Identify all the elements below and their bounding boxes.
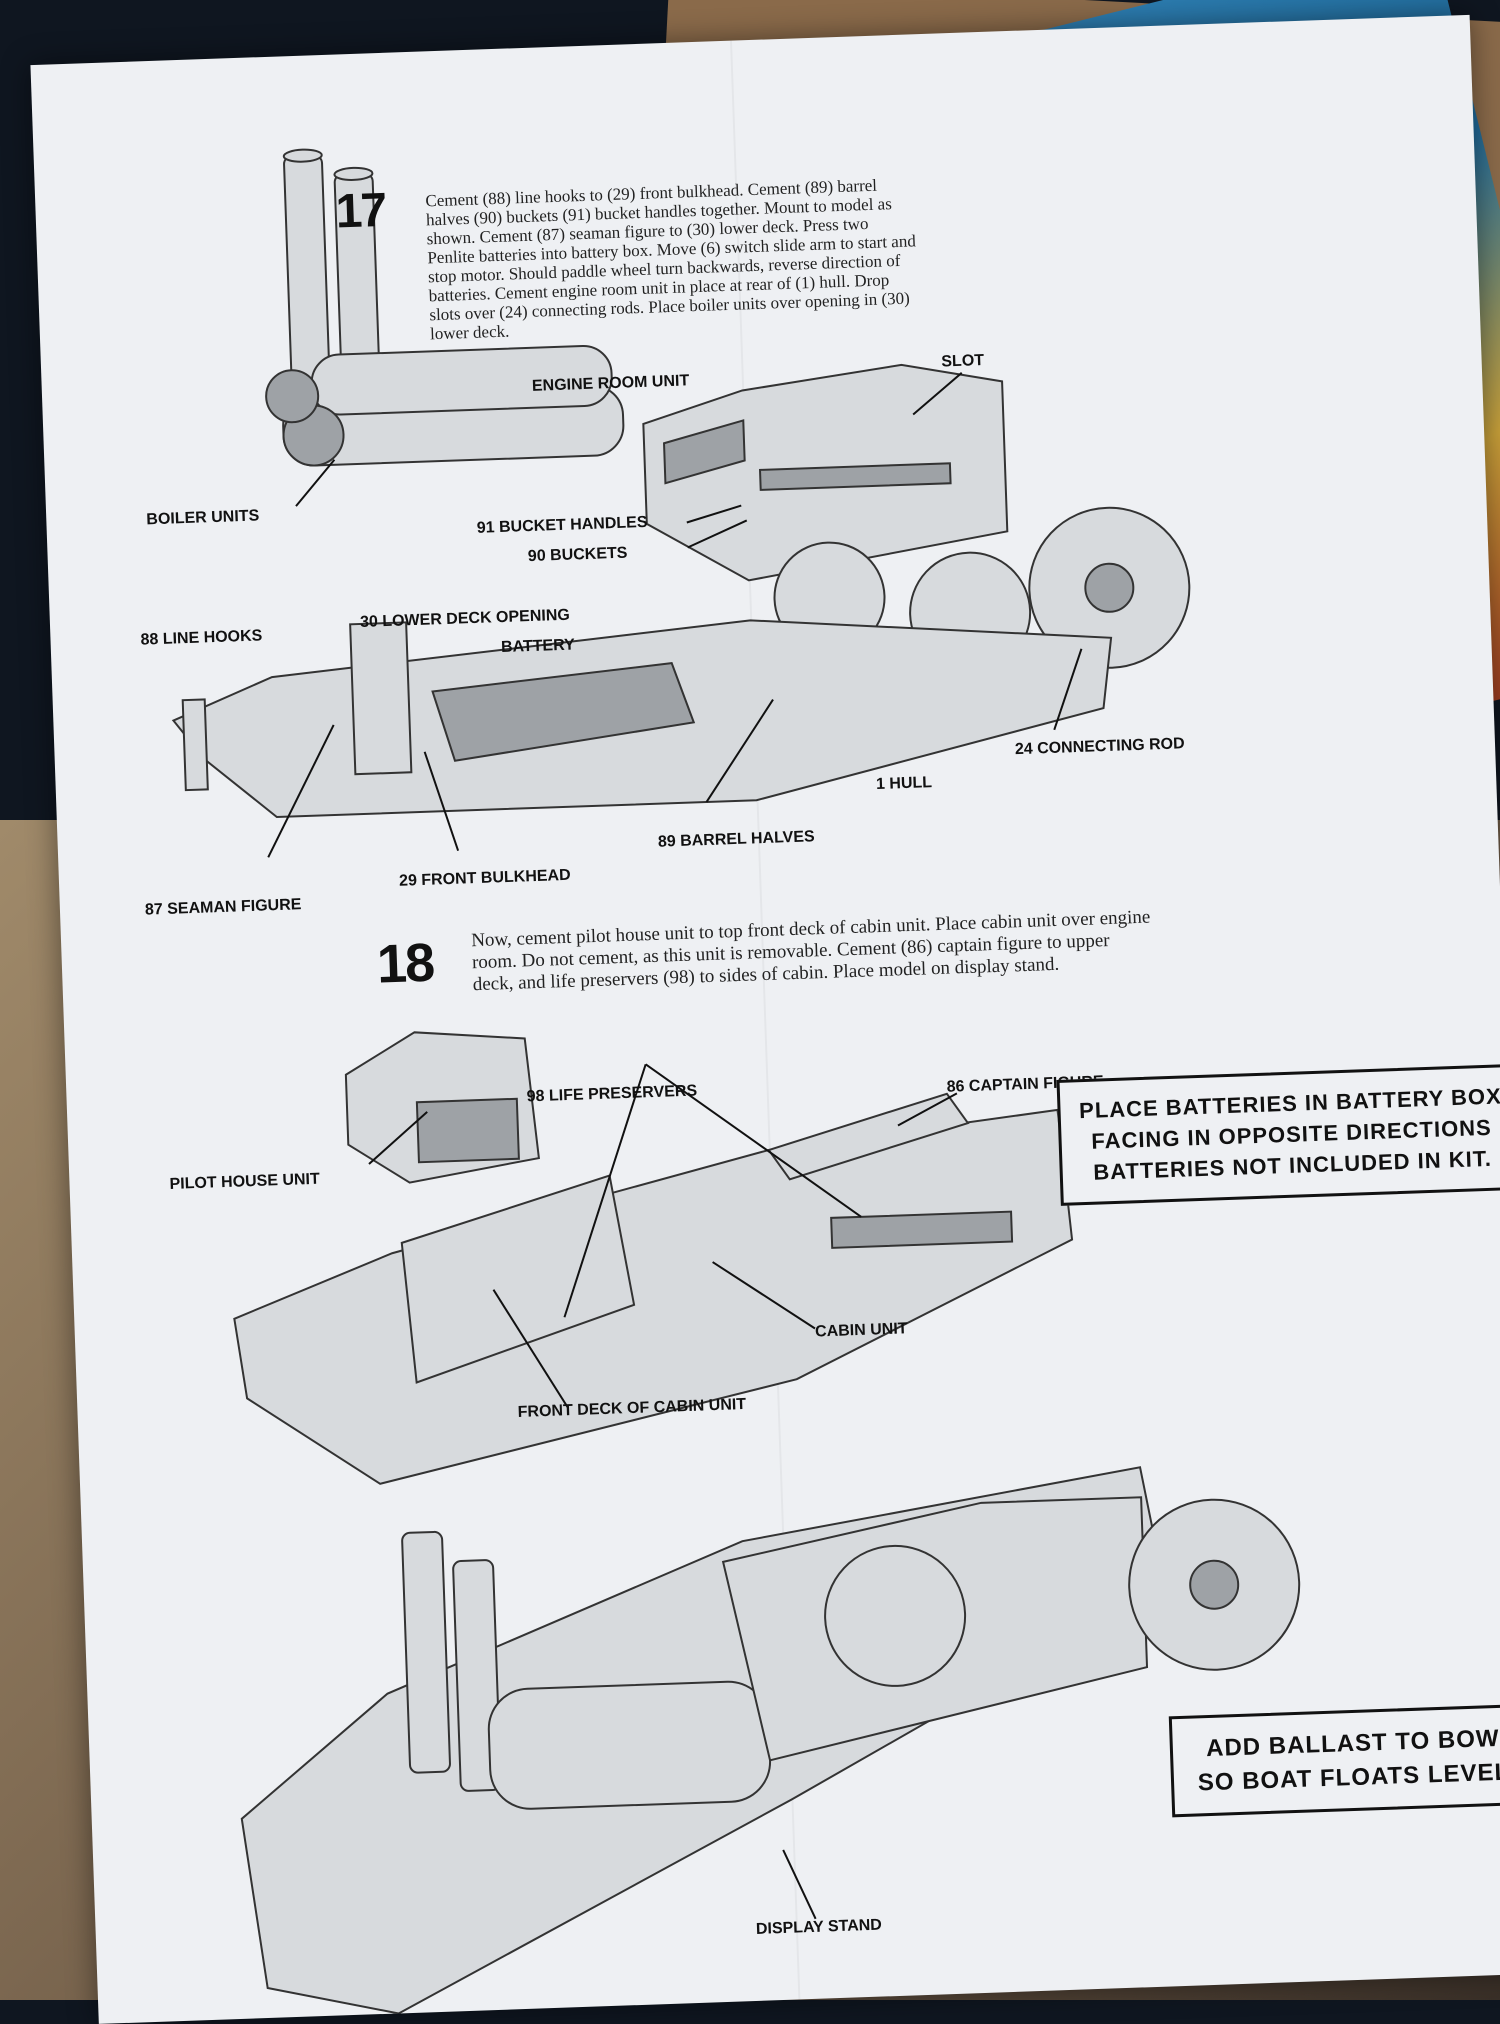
label-buckets: 90 BUCKETS: [527, 544, 628, 566]
hull-17-drawing: [171, 619, 1113, 818]
pilot-house-drawing: [344, 1031, 540, 1184]
boiler-units-drawing: [265, 148, 625, 467]
label-slot: SLOT: [941, 352, 985, 371]
instruction-sheet: 17 Cement (88) line hooks to (29) front …: [30, 14, 1500, 2024]
step-18-number: 18: [375, 932, 435, 995]
assembly-illustrations: [171, 148, 1301, 2015]
step-17-number: 17: [334, 183, 387, 239]
label-battery: BATTERY: [500, 636, 576, 657]
label-hull: 1 HULL: [875, 774, 933, 794]
step-17-instructions: Cement (88) line hooks to (29) front bul…: [425, 175, 917, 344]
leader-lines: [267, 372, 1083, 1920]
ballast-notice-box: ADD BALLAST TO BOW SO BOAT FLOATS LEVEL: [1168, 1703, 1500, 1818]
final-model-drawing: [240, 1466, 1301, 2015]
battery-notice-box: PLACE BATTERIES IN BATTERY BOX FACING IN…: [1056, 1063, 1500, 1207]
label-cabin-unit: CABIN UNIT: [814, 1320, 908, 1341]
